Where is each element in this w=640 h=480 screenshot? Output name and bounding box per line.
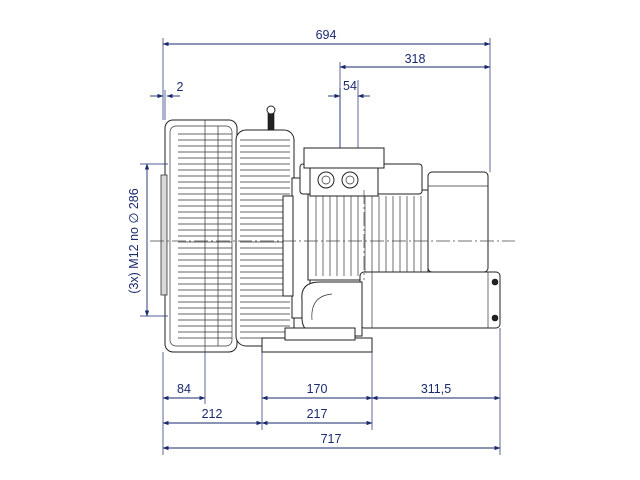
- motor-fins: [315, 196, 422, 276]
- dimension-318: 318: [405, 52, 426, 66]
- dimension-2: 2: [177, 80, 184, 94]
- impeller-housing: [160, 119, 238, 353]
- bolt-circle-label: (3x) M12 no ∅ 286: [127, 188, 141, 293]
- terminal-box: [303, 147, 385, 197]
- dimension-54: 54: [343, 79, 357, 93]
- cable-gland-1: [317, 171, 335, 189]
- inlet-elbow: [301, 281, 363, 337]
- dimension-717: 717: [321, 432, 342, 446]
- dimension-170: 170: [307, 382, 328, 396]
- impeller-housing-2: [235, 105, 295, 347]
- dimension-311-5: 311,5: [421, 382, 451, 396]
- dimension-217: 217: [307, 407, 328, 421]
- dimensions: 694 318 54 2 (3x) M12 no ∅ 286 84 170 3: [127, 28, 501, 455]
- dimension-84: 84: [177, 382, 191, 396]
- flange-collar: [282, 195, 294, 297]
- fan-cover: [427, 171, 489, 273]
- silencer: [359, 271, 501, 329]
- dimension-694: 694: [316, 28, 337, 42]
- cable-gland-2: [341, 171, 359, 189]
- dimension-212: 212: [202, 407, 223, 421]
- cooling-fins-right: [240, 139, 290, 339]
- blower-assembly: [150, 105, 515, 353]
- base-foot: [261, 327, 373, 353]
